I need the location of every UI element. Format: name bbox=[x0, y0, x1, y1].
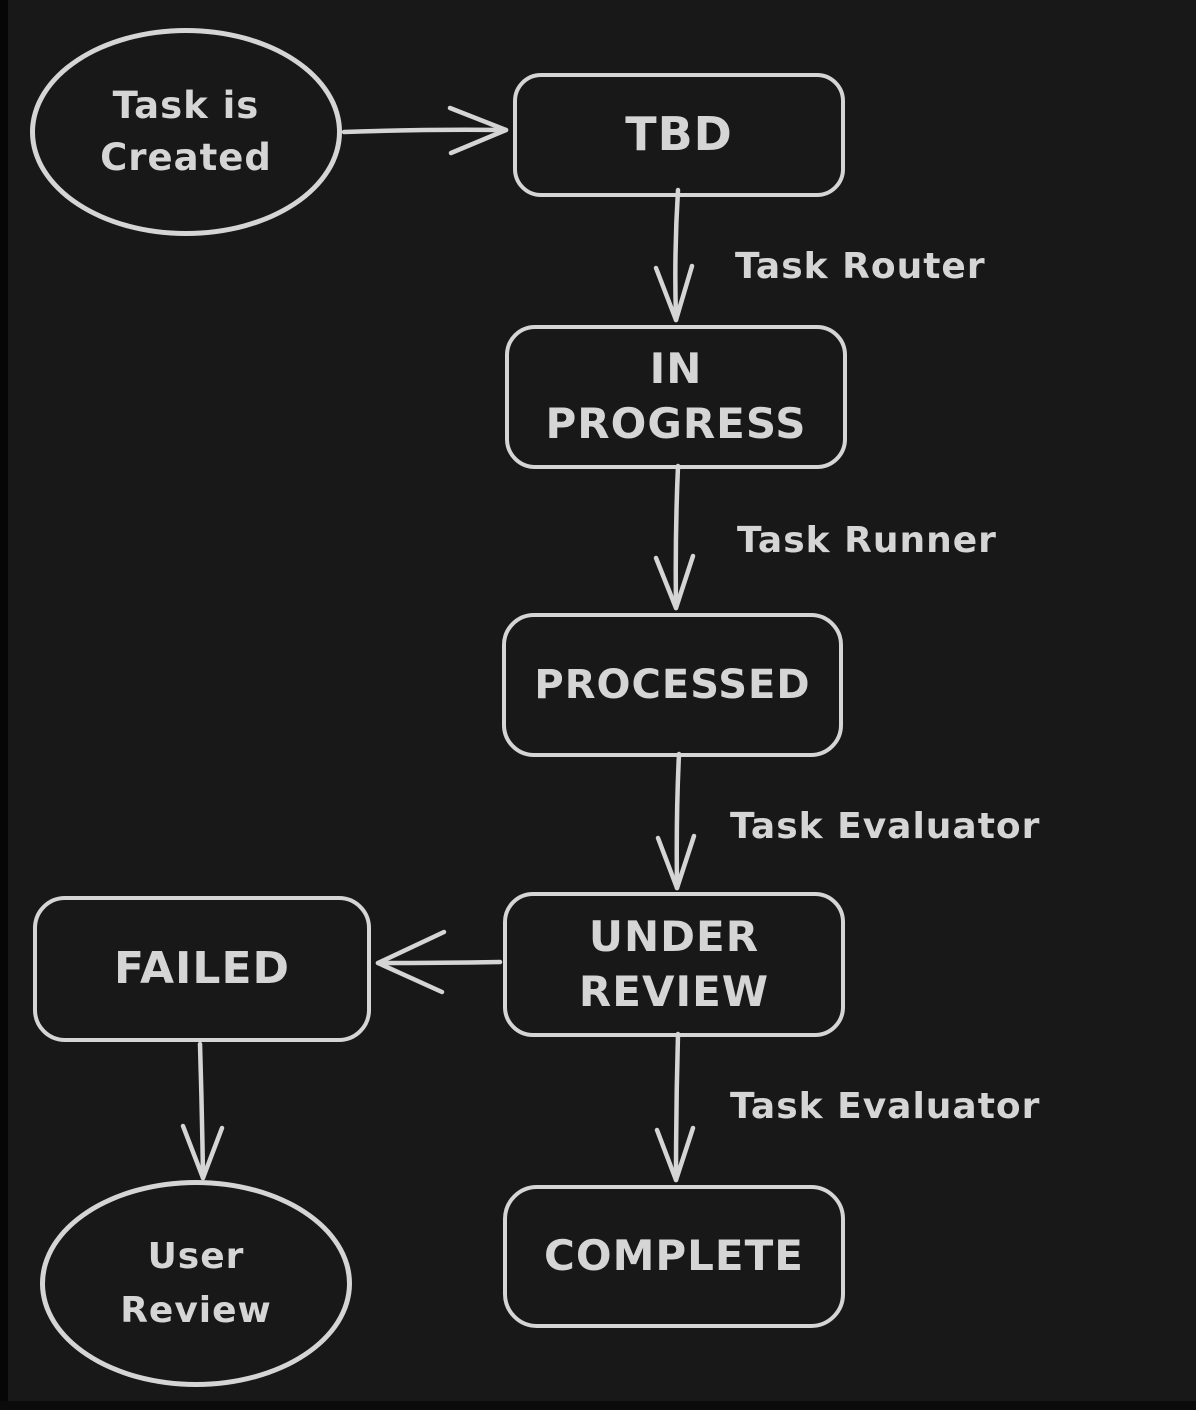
node-complete-label: COMPLETE bbox=[544, 1231, 804, 1281]
node-complete: COMPLETE bbox=[503, 1185, 845, 1328]
node-tbd: TBD bbox=[513, 73, 845, 197]
node-failed: FAILED bbox=[33, 896, 371, 1042]
arrow-processed-to-under-review bbox=[655, 751, 697, 891]
node-failed-label: FAILED bbox=[113, 943, 291, 995]
arrow-failed-to-user-review bbox=[180, 1041, 225, 1181]
arrow-under-review-to-complete bbox=[654, 1031, 696, 1183]
edge-label-task-runner: Task Runner bbox=[737, 520, 997, 561]
node-processed: PROCESSED bbox=[502, 613, 843, 757]
node-in-progress-label: IN PROGRESS bbox=[545, 344, 807, 448]
node-processed-label: PROCESSED bbox=[534, 662, 811, 708]
node-user-review: User Review bbox=[40, 1180, 352, 1387]
edge-label-task-router: Task Router bbox=[735, 246, 986, 287]
node-task-created-label: Task is Created bbox=[100, 84, 272, 179]
node-task-created: Task is Created bbox=[30, 28, 342, 236]
edge-label-task-evaluator-1: Task Evaluator bbox=[730, 806, 1041, 847]
node-under-review: UNDER REVIEW bbox=[503, 892, 845, 1037]
edge-label-task-evaluator-2: Task Evaluator bbox=[730, 1086, 1041, 1127]
node-under-review-label: UNDER REVIEW bbox=[578, 911, 770, 1016]
node-user-review-label: User Review bbox=[120, 1235, 272, 1331]
node-tbd-label: TBD bbox=[625, 107, 733, 162]
canvas-bottom-edge bbox=[0, 1401, 1196, 1410]
arrow-under-review-to-failed bbox=[375, 929, 503, 995]
canvas-left-edge bbox=[0, 0, 8, 1410]
arrow-tbd-to-in-progress bbox=[653, 187, 695, 323]
arrow-task-created-to-tbd bbox=[341, 105, 509, 156]
arrow-in-progress-to-processed bbox=[653, 463, 696, 611]
node-in-progress: IN PROGRESS bbox=[505, 325, 847, 469]
